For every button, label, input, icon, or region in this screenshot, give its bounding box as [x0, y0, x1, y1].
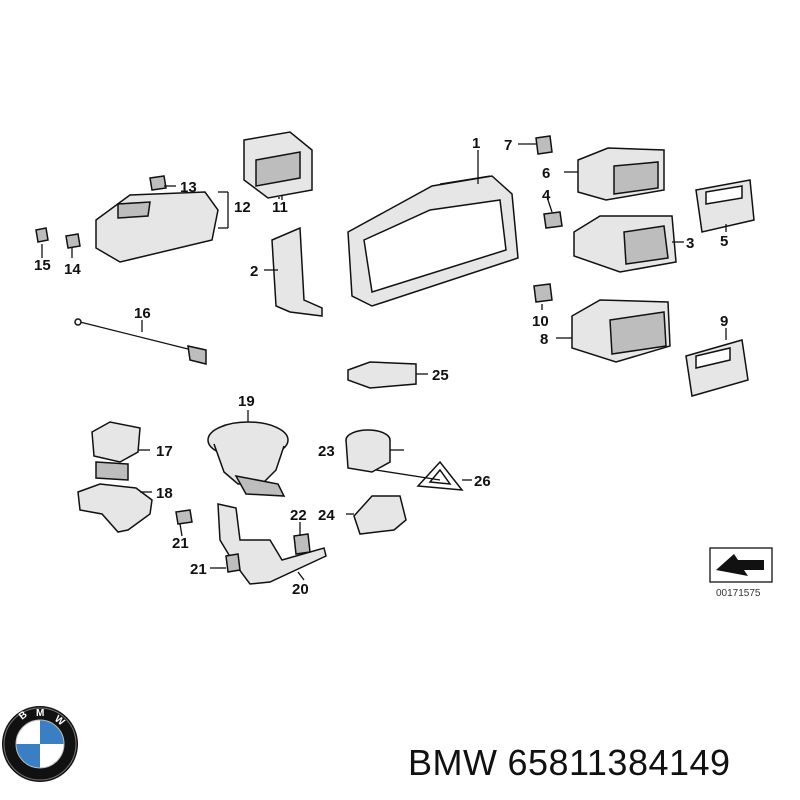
callout-5: 5 — [720, 233, 728, 250]
callout-12: 12 — [234, 199, 251, 216]
part-7 — [535, 135, 553, 155]
callout-25: 25 — [432, 367, 449, 384]
svg-text:M: M — [36, 708, 44, 719]
callout-2: 2 — [250, 263, 258, 280]
callout-15: 15 — [34, 257, 51, 274]
caption-part-number: 65811384149 — [507, 742, 731, 783]
part-8 — [571, 299, 671, 363]
part-2 — [271, 226, 323, 317]
callouts: 1 2 3 4 5 6 7 8 9 10 11 12 13 14 15 16 1… — [34, 135, 728, 598]
callout-4: 4 — [542, 187, 551, 204]
part-16 — [74, 318, 207, 365]
part-22 — [293, 533, 311, 555]
part-18 — [77, 483, 153, 533]
callout-8: 8 — [540, 331, 548, 348]
part-11 — [243, 131, 313, 199]
part-23 — [345, 429, 391, 473]
callout-24: 24 — [318, 507, 335, 524]
part-21b — [225, 553, 241, 573]
part-17 — [91, 421, 141, 481]
part-5 — [695, 179, 755, 233]
callout-14: 14 — [64, 261, 81, 278]
callout-23: 23 — [318, 443, 335, 460]
part-3 — [573, 215, 677, 273]
callout-20: 20 — [292, 581, 309, 598]
callout-26: 26 — [474, 473, 491, 490]
part-12 — [95, 191, 229, 263]
leader-lines — [41, 143, 727, 581]
part-1 — [347, 175, 519, 307]
callout-9: 9 — [720, 313, 728, 330]
part-4 — [543, 211, 563, 229]
callout-11: 11 — [272, 199, 288, 216]
callout-19: 19 — [238, 393, 255, 410]
part-21a — [175, 509, 193, 525]
callout-17: 17 — [156, 443, 173, 460]
part-19 — [207, 421, 289, 497]
callout-6: 6 — [542, 165, 550, 182]
callout-21b: 21 — [190, 561, 207, 578]
part-10 — [533, 283, 553, 303]
part-9 — [685, 339, 749, 397]
callout-7: 7 — [504, 137, 512, 154]
part-26 — [416, 460, 464, 491]
part-24 — [353, 495, 407, 535]
callout-3: 3 — [686, 235, 694, 252]
caption-brand: BMW — [408, 742, 498, 783]
part-6 — [577, 147, 665, 201]
callout-22: 22 — [290, 507, 307, 524]
callout-18: 18 — [156, 485, 173, 502]
orientation-arrow-icon — [709, 547, 773, 583]
bmw-logo: B M W — [2, 706, 78, 782]
callout-21a: 21 — [172, 535, 189, 552]
diagram-reference: 00171575 — [716, 588, 761, 599]
callout-10: 10 — [532, 313, 549, 330]
callout-16: 16 — [134, 305, 151, 322]
callout-1: 1 — [472, 135, 480, 152]
part-14 — [65, 233, 81, 249]
part-13 — [149, 175, 167, 191]
part-15 — [35, 227, 49, 243]
part-25 — [347, 361, 417, 389]
callout-13: 13 — [180, 179, 197, 196]
